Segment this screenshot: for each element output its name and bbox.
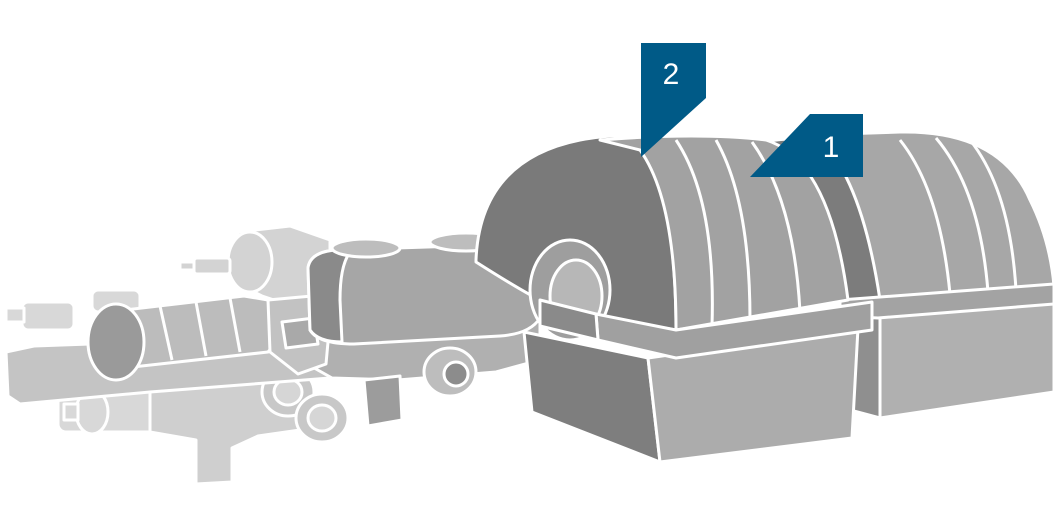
callout-1-marker: 1 [750,114,863,177]
callout-2-marker: 2 [641,43,706,157]
enclosure-2 [474,134,874,464]
callout-2-flag [641,43,706,157]
auxiliary-equipment [4,224,350,486]
callout-1-flag [750,114,863,177]
callout-2-label: 2 [663,58,680,91]
top-nozzle-left [330,237,402,259]
pipe-manifold [148,366,350,486]
callout-1-label: 1 [823,131,840,164]
